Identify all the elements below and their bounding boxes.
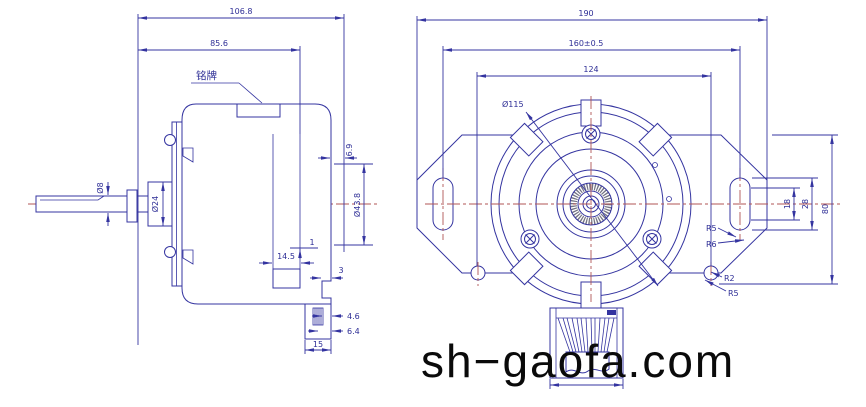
- dim-mounting-span: 160±0.5: [442, 39, 741, 178]
- dim-flange-height: 80: [719, 134, 838, 285]
- radius-callouts-slot: R5 R6: [706, 224, 745, 249]
- dim-stud-width: 4.6: [312, 312, 360, 321]
- dim-step-offset: 1: [290, 238, 318, 259]
- wire-flap: [565, 351, 610, 374]
- flange-bump-top: [164, 134, 176, 146]
- svg-text:28: 28: [801, 199, 810, 209]
- outlet-mark: [607, 310, 616, 315]
- dim-rim-step: 3: [310, 266, 344, 280]
- spring-clip-bottom: [182, 249, 194, 265]
- svg-text:14.5: 14.5: [277, 252, 295, 261]
- wire-bundle-hatch: [557, 317, 615, 353]
- svg-text:15: 15: [313, 340, 323, 349]
- svg-text:6.9: 6.9: [345, 144, 354, 157]
- foot-stud: [312, 307, 324, 326]
- dim-hole-span: 124: [476, 65, 712, 266]
- dim-boss-dia: Ø43.8: [334, 163, 373, 246]
- svg-text:80: 80: [821, 204, 830, 214]
- motor-body: [181, 103, 332, 305]
- svg-text:R5: R5: [728, 289, 739, 298]
- dim-slot-length: 18: [751, 187, 800, 221]
- svg-text:Ø43.8: Ø43.8: [352, 193, 362, 217]
- vent-hole-2: [666, 196, 672, 202]
- nameplate-slot: [236, 104, 281, 118]
- svg-text:R2: R2: [724, 274, 735, 283]
- dim-stud-base: 6.4: [308, 327, 360, 336]
- svg-text:3: 3: [338, 266, 343, 275]
- svg-text:R6: R6: [706, 240, 717, 249]
- hub-bushing: [147, 181, 173, 227]
- dim-overall-width: 190: [416, 9, 768, 180]
- dim-shaft-dia: Ø8: [95, 182, 110, 226]
- svg-text:124: 124: [583, 65, 598, 74]
- svg-text:R5: R5: [706, 224, 717, 233]
- svg-text:85.6: 85.6: [210, 39, 228, 48]
- dim-end-gap: 6.9: [318, 144, 357, 160]
- mounting-foot: [304, 303, 332, 340]
- svg-text:Ø24: Ø24: [150, 196, 160, 212]
- watermark-text: sh−gaofa.com: [421, 335, 735, 387]
- lead-wire-outlet: [549, 307, 624, 389]
- dim-total-length: 106.8: [137, 7, 345, 345]
- screw-lower-right: [642, 229, 662, 249]
- svg-text:1: 1: [309, 238, 314, 247]
- svg-text:106.8: 106.8: [230, 7, 253, 16]
- front-flange: [171, 121, 183, 287]
- dim-body-depth: 85.6: [138, 39, 301, 134]
- svg-text:Ø115: Ø115: [502, 99, 524, 109]
- dim-slot-inset: 14.5: [259, 252, 314, 265]
- dim-foot-width: 15: [304, 340, 332, 354]
- nameplate-label: 铭牌: [196, 69, 217, 82]
- radius-callouts-corner: R2 R5: [704, 271, 739, 298]
- dim-hub-dia: Ø24: [150, 182, 165, 226]
- svg-text:6.4: 6.4: [347, 327, 360, 336]
- stator-slot-end: [272, 268, 301, 289]
- svg-text:190: 190: [578, 9, 593, 18]
- side-view: 铭牌 106.8 85.6 Ø8: [28, 7, 378, 354]
- svg-text:4.6: 4.6: [347, 312, 360, 321]
- svg-text:160±0.5: 160±0.5: [569, 39, 604, 48]
- spring-clip-top: [182, 147, 194, 163]
- front-view: 190 160±0.5 124 Ø115 18: [416, 9, 840, 389]
- shaft-washer: [126, 189, 138, 223]
- flange-bump-bottom: [164, 246, 176, 258]
- svg-text:Ø8: Ø8: [95, 182, 105, 193]
- dim-slot-overall: 28: [752, 177, 818, 231]
- screw-lower-left: [520, 229, 540, 249]
- svg-text:18: 18: [783, 199, 792, 209]
- dim-pilot-dia: Ø115: [502, 99, 659, 287]
- shaft-flat: [40, 195, 105, 201]
